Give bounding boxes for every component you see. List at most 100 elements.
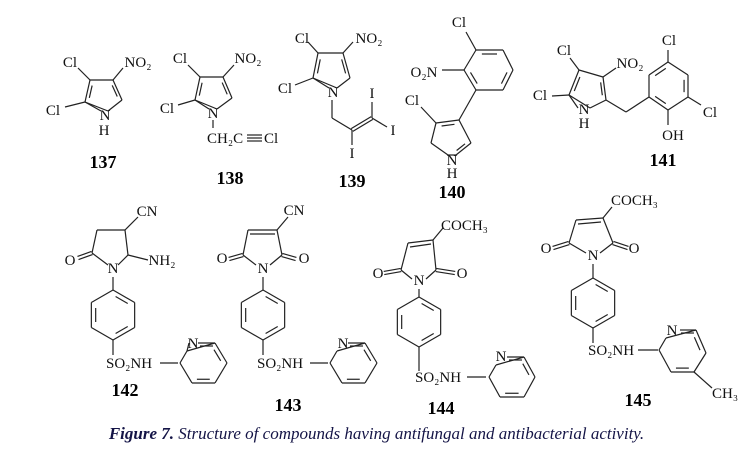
bond (124, 229, 129, 256)
bond (187, 64, 201, 78)
bond (523, 356, 536, 378)
bond (228, 252, 243, 259)
bond (432, 227, 444, 241)
compound-label: 145 (625, 390, 652, 410)
atom-no2: NO₂ (356, 31, 383, 47)
atom-h: H (579, 116, 590, 132)
atom-n: N (667, 323, 678, 339)
bond (575, 217, 604, 221)
atom-cl: Cl (46, 103, 60, 119)
bond (658, 349, 672, 373)
compound-label: 141 (650, 150, 677, 170)
bond (216, 97, 233, 110)
atom-cn: CN (284, 203, 305, 219)
bond (194, 99, 210, 110)
bond (276, 229, 283, 256)
atom-cl: Cl (173, 51, 187, 67)
bond (186, 342, 216, 352)
bond (573, 76, 581, 92)
atom-o: O (457, 266, 468, 282)
atom-i: I (350, 146, 355, 162)
atom-cl: Cl (662, 33, 676, 49)
atom-oh: OH (662, 128, 684, 144)
bond (383, 267, 401, 273)
compound-140: Cl O₂N Cl N H 140 (405, 15, 466, 202)
bond (568, 219, 577, 244)
bond (177, 99, 196, 106)
bond (432, 239, 437, 271)
bond (341, 59, 347, 74)
bond (88, 85, 93, 99)
bond (400, 269, 413, 280)
bond (364, 342, 378, 364)
bond (186, 342, 190, 352)
bond (198, 82, 203, 96)
atom-n: N (328, 85, 339, 101)
bond (578, 69, 604, 78)
bond (435, 270, 455, 276)
bond (552, 240, 569, 248)
compound-label: 139 (339, 171, 366, 191)
bond (693, 337, 701, 351)
bond (112, 79, 123, 101)
atom-so2nh: SO₂NH (257, 356, 303, 372)
bond (112, 67, 124, 81)
bond (214, 362, 228, 384)
bond (91, 326, 114, 341)
bond (397, 296, 420, 311)
bond (654, 95, 667, 105)
bond (551, 94, 570, 97)
bond (107, 99, 123, 112)
bond (127, 254, 149, 261)
caption-text: Structure of compounds having antifungal… (174, 424, 645, 443)
bond (262, 326, 285, 341)
bond (115, 325, 129, 335)
figure-caption: Figure 7. Structure of compounds having … (0, 424, 753, 444)
bond (523, 376, 536, 398)
bond (276, 216, 289, 231)
atom-no2: NO₂ (125, 55, 152, 71)
atom-n: N (100, 108, 111, 124)
chemical-structures-figure: Cl NO₂ Cl N H 137 Cl NO₂ Cl N CH₂C Cl 13… (46, 15, 739, 418)
atom-n: N (579, 102, 590, 118)
bond (435, 119, 460, 124)
bonds (64, 31, 713, 398)
bond (595, 313, 609, 323)
bond (342, 41, 354, 54)
bond (91, 252, 109, 266)
bond (112, 326, 135, 341)
bond (331, 117, 353, 131)
bond (522, 363, 530, 376)
bond (687, 96, 702, 106)
bond (568, 94, 579, 109)
atom-i: I (370, 86, 375, 102)
atom-i: I (391, 123, 396, 139)
atom-cl: Cl (160, 101, 174, 117)
atom-cl: Cl (452, 15, 466, 31)
compound-145: COCH₃ O O N SO₂NH N CH₃ 145 (541, 193, 739, 410)
bond (569, 57, 580, 71)
bond (420, 106, 437, 124)
bond (595, 283, 609, 293)
bond (77, 67, 91, 81)
bond (418, 296, 441, 311)
bond (229, 255, 244, 262)
bond (553, 243, 570, 251)
atom-no2: NO₂ (617, 56, 644, 72)
bond (421, 302, 435, 312)
bond (568, 69, 580, 96)
bond (495, 356, 525, 366)
bond (342, 52, 351, 79)
bond (441, 123, 455, 127)
bond (665, 329, 697, 339)
bond (282, 252, 297, 259)
bond (364, 362, 378, 384)
figure-label: Figure 7. (108, 424, 175, 443)
bond (500, 72, 508, 84)
bond (455, 142, 472, 156)
bond (265, 325, 279, 335)
compound-label: 138 (217, 168, 244, 188)
bond (194, 99, 218, 110)
atom-h: H (99, 123, 110, 139)
atom-cl: Cl (63, 55, 77, 71)
